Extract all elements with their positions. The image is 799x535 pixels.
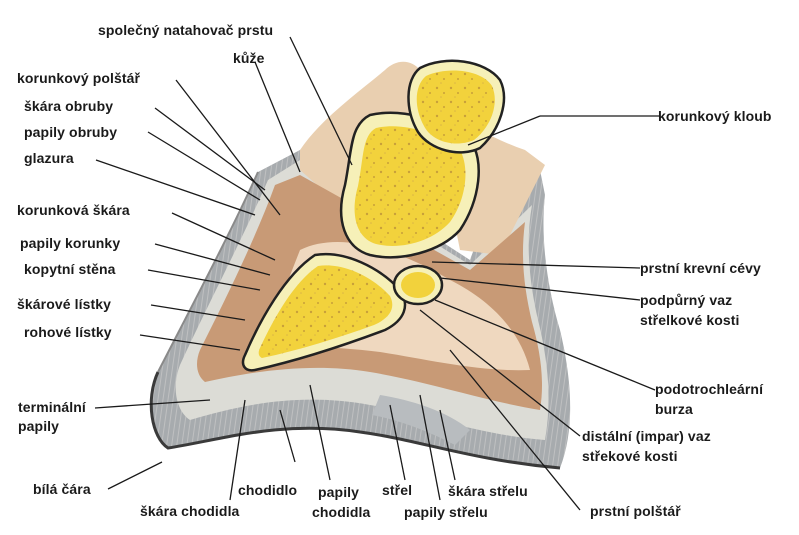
label-spolecny-natahovac-prstu: společný natahovač prstu xyxy=(98,22,273,38)
label-skarove-listky: škárové lístky xyxy=(17,296,111,312)
label-chodidlo: chodidlo xyxy=(238,482,297,498)
label-korunkovy-kloub: korunkový kloub xyxy=(658,108,772,124)
label-terminalni-line2: papily xyxy=(18,418,59,434)
label-rohove-listky: rohové lístky xyxy=(24,324,112,340)
label-korunkovy-polstar: korunkový polštář xyxy=(17,70,140,86)
label-podotrochlearni-line1: podotrochleární xyxy=(655,381,763,397)
label-skara-chodidla: škára chodidla xyxy=(140,503,239,519)
label-kuze: kůže xyxy=(233,50,265,66)
label-distalni-vaz-line2: střekové kosti xyxy=(582,448,678,464)
label-podpurny-vaz-line2: střelkové kosti xyxy=(640,312,740,328)
label-bila-cara: bílá čára xyxy=(33,481,91,497)
label-papily-obruby: papily obruby xyxy=(24,124,117,140)
label-papily-strelu: papily střelu xyxy=(404,504,488,520)
label-skara-strelu: škára střelu xyxy=(448,483,528,499)
navicular-bone xyxy=(394,266,442,304)
label-prstni-krevni-cevy: prstní krevní cévy xyxy=(640,260,761,276)
label-distalni-vaz-line1: distální (impar) vaz xyxy=(582,428,711,444)
proximal-phalanx-bone xyxy=(408,61,503,153)
label-strel: střel xyxy=(382,482,412,498)
label-papily-korunky: papily korunky xyxy=(20,235,120,251)
label-kopytni-stena: kopytní stěna xyxy=(24,261,116,277)
label-podotrochlearni-line2: burza xyxy=(655,401,693,417)
label-terminalni-line1: terminální xyxy=(18,399,86,415)
label-podpurny-vaz-line1: podpůrný vaz xyxy=(640,292,732,308)
label-prstni-polstar: prstní polštář xyxy=(590,503,681,519)
label-glazura: glazura xyxy=(24,150,74,166)
label-papily-chodidla-line2: chodidla xyxy=(312,504,370,520)
label-korunkova-skara: korunková škára xyxy=(17,202,130,218)
label-skara-obruby: škára obruby xyxy=(24,98,113,114)
label-papily-chodidla-line1: papily xyxy=(318,484,359,500)
